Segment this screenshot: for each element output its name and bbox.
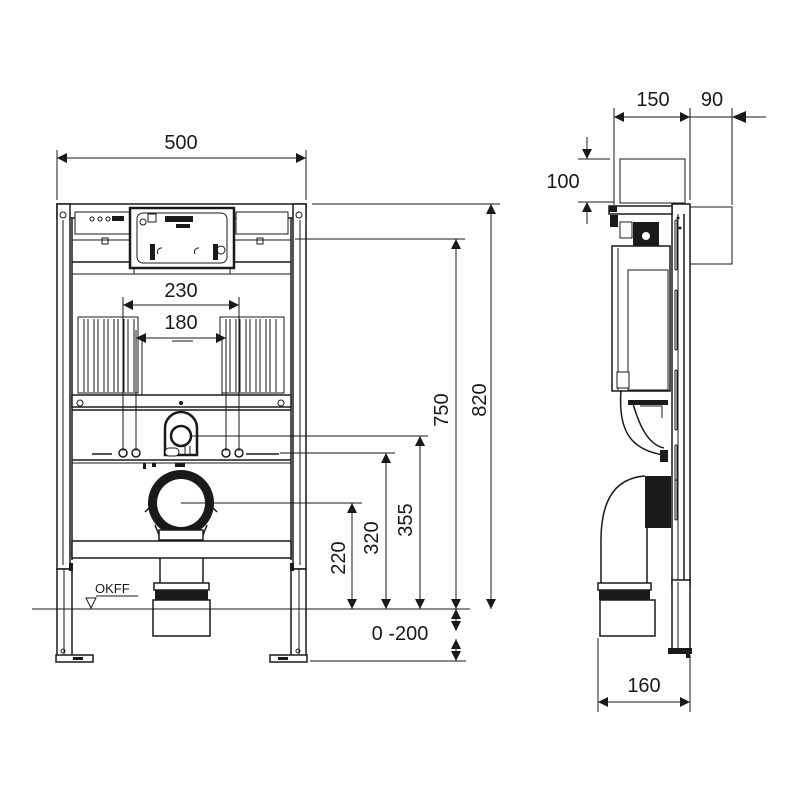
dim-label-220: 220 — [328, 541, 350, 574]
floor-level-okff: OKFF — [32, 581, 470, 610]
front-view: 500 — [32, 132, 500, 663]
dim-label-500: 500 — [164, 132, 197, 154]
dim-drain-offset: 160 — [597, 638, 691, 712]
dim-box-height: 100 — [546, 137, 614, 224]
dim-label-750: 750 — [431, 393, 453, 426]
dim-label-355: 355 — [395, 503, 417, 536]
height-dimensions: 820 750 355 320 220 0 -200 — [181, 203, 500, 662]
dim-label-230: 230 — [164, 280, 197, 302]
cistern-ribs-left — [83, 319, 135, 392]
dim-width-500: 500 — [56, 132, 307, 200]
frame-body — [55, 203, 308, 663]
dim-label-320: 320 — [361, 521, 383, 554]
dim-label-160: 160 — [627, 675, 660, 697]
side-view: 150 90 100 — [546, 89, 766, 712]
dim-230-180: 230 180 — [122, 280, 240, 451]
dim-label-180: 180 — [164, 312, 197, 334]
dim-label-0-200: 0 -200 — [372, 623, 429, 645]
dim-label-100: 100 — [546, 171, 579, 193]
dim-label-820: 820 — [469, 383, 491, 416]
okff-label: OKFF — [95, 581, 130, 596]
dim-label-150: 150 — [636, 89, 669, 111]
dim-depth: 150 90 — [613, 89, 766, 205]
dim-label-90: 90 — [701, 89, 723, 111]
